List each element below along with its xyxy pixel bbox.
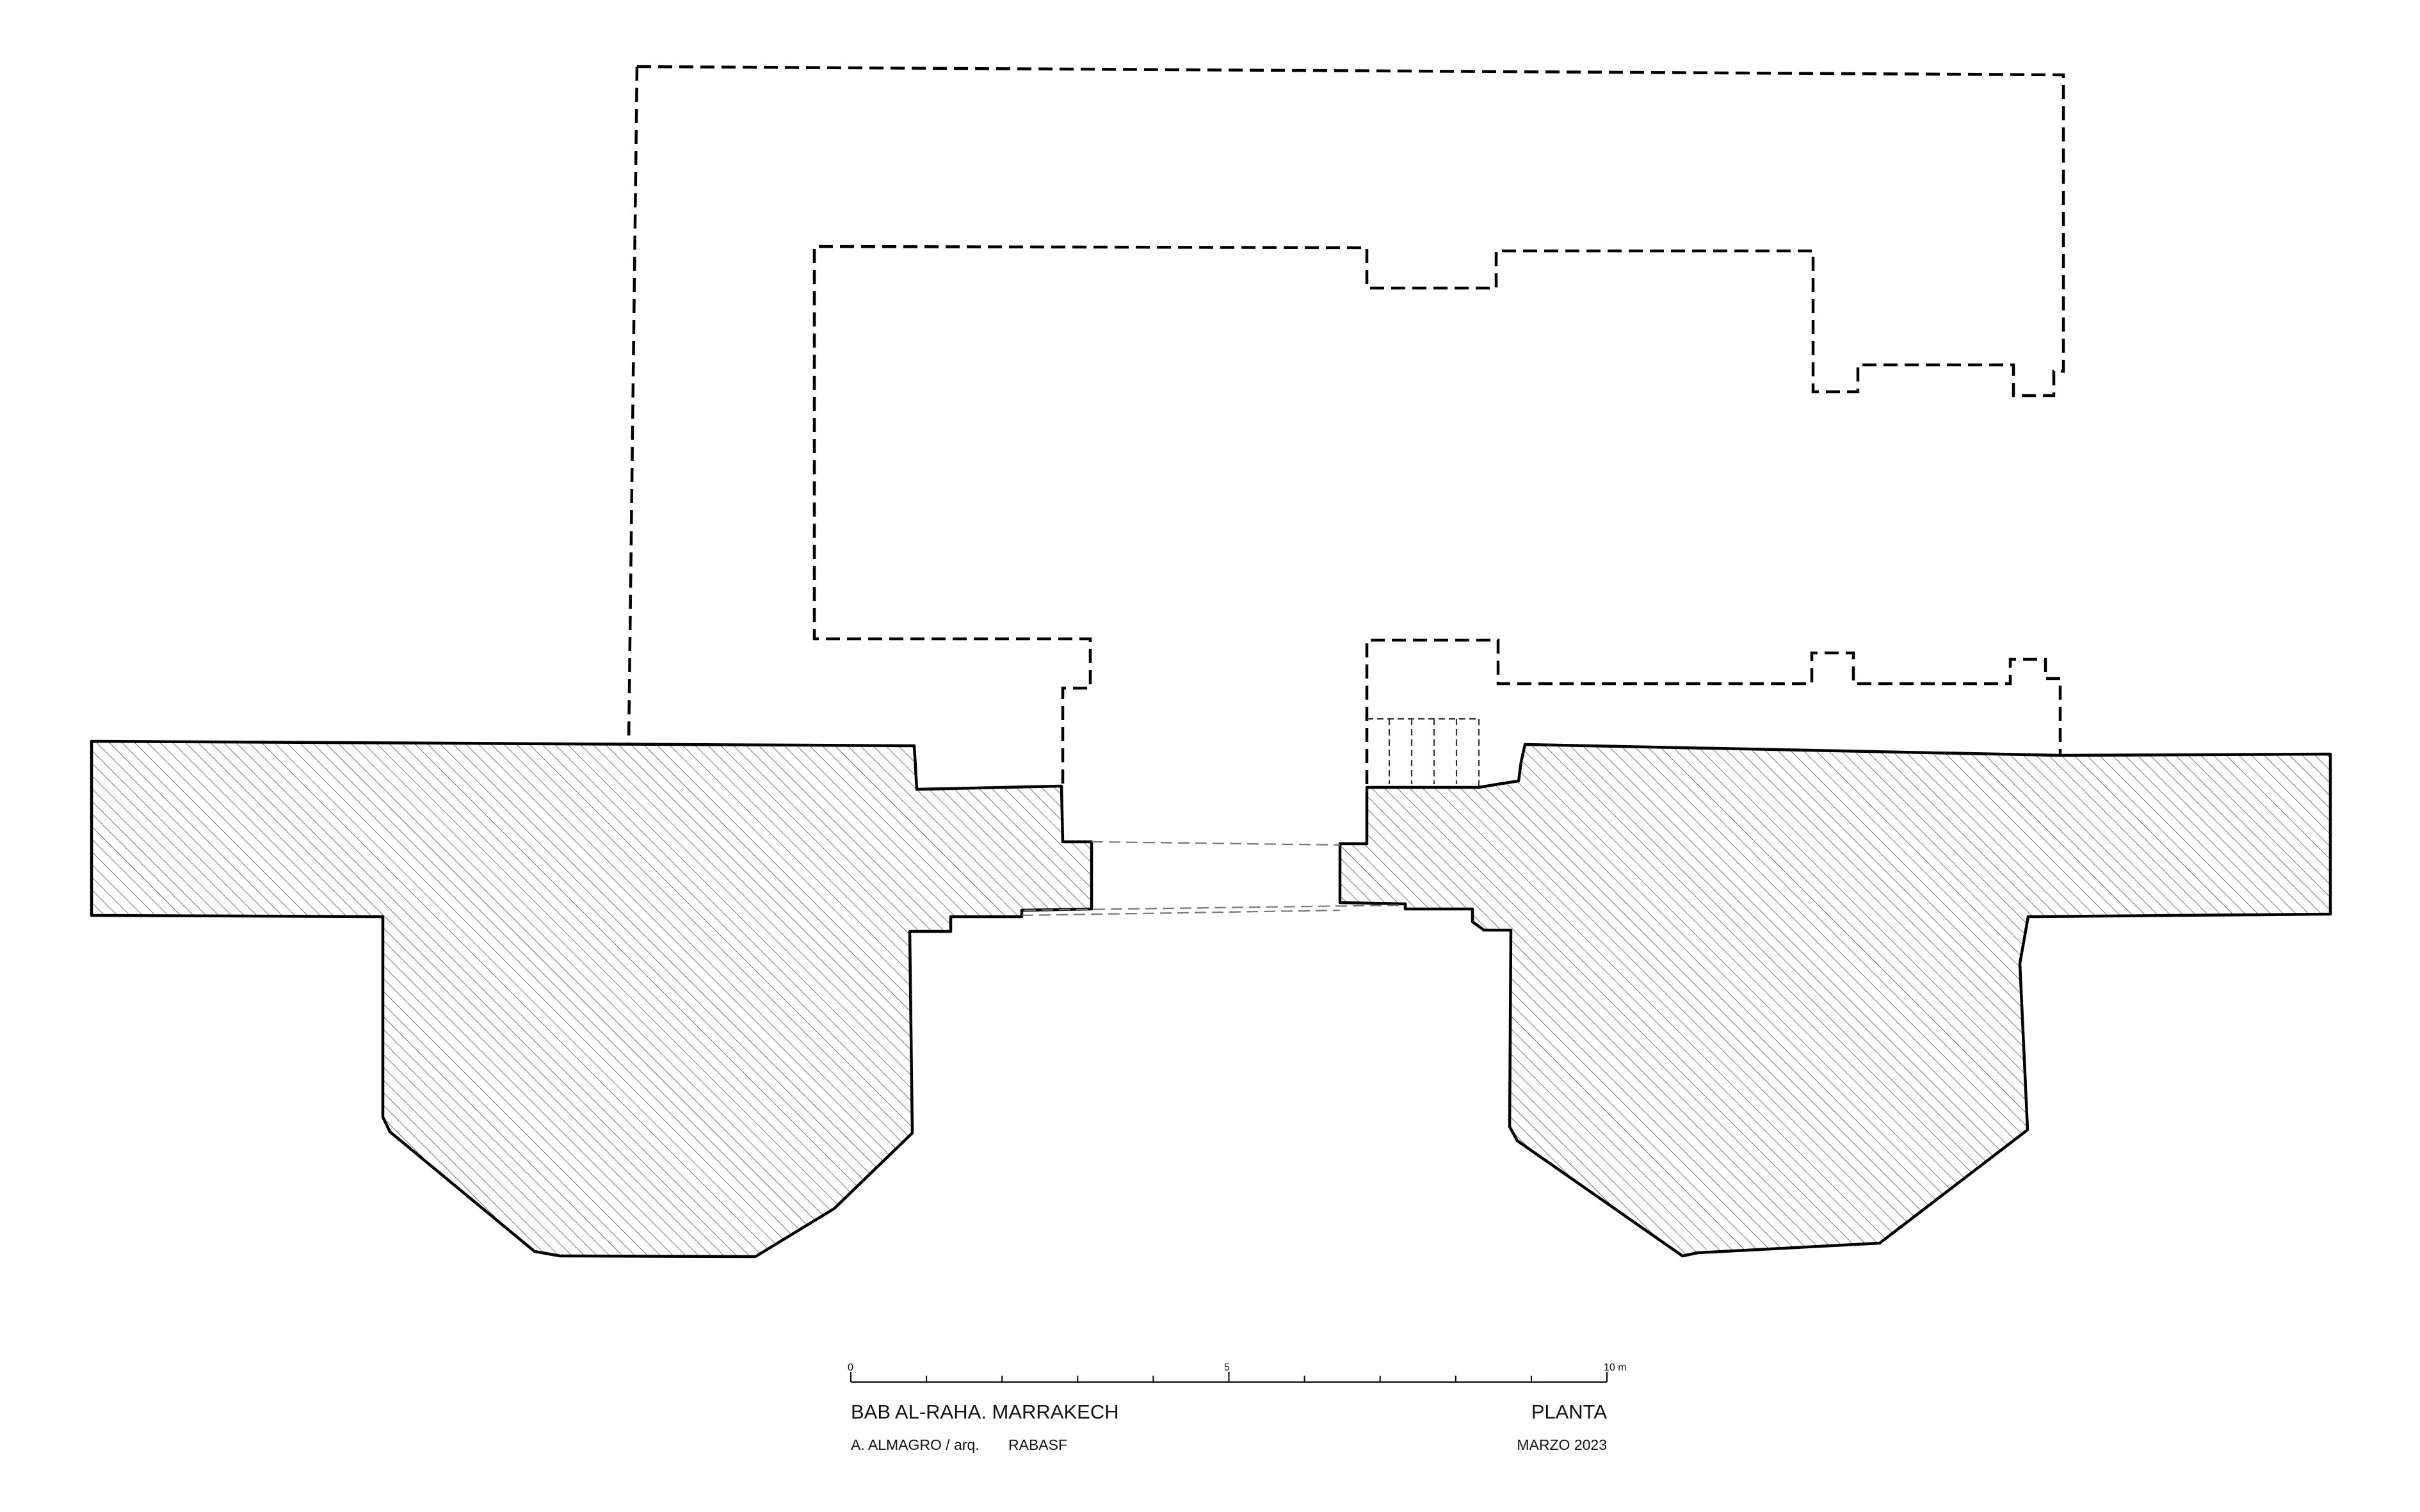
inner-building-outline	[1365, 638, 2062, 784]
scale-label-10: 10 m	[1604, 1362, 1627, 1373]
right-wall-tower	[1338, 743, 2332, 1258]
left-wall-tower	[90, 739, 1093, 1259]
outer-building-outline	[636, 65, 2065, 784]
drawing-date: MARZO 2023	[1517, 1436, 1607, 1453]
drawing-institution: RABASF	[1008, 1436, 1067, 1453]
drawing-author: A. ALMAGRO / arq.	[851, 1436, 980, 1453]
drawing-view: PLANTA	[1531, 1401, 1608, 1423]
gate-steps	[1367, 718, 1480, 787]
drawing-title: BAB AL-RAHA. MARRAKECH	[851, 1401, 1119, 1423]
scale-label-5: 5	[1224, 1362, 1230, 1373]
passage-line-lower-b	[1024, 904, 1406, 912]
outer-building-west-wall	[627, 66, 639, 744]
scale-bar: 0 5 10 m	[848, 1362, 1627, 1383]
passage-line-lower-a	[1021, 909, 1341, 917]
scale-label-0: 0	[848, 1362, 853, 1373]
passage-line-upper	[1091, 840, 1341, 846]
